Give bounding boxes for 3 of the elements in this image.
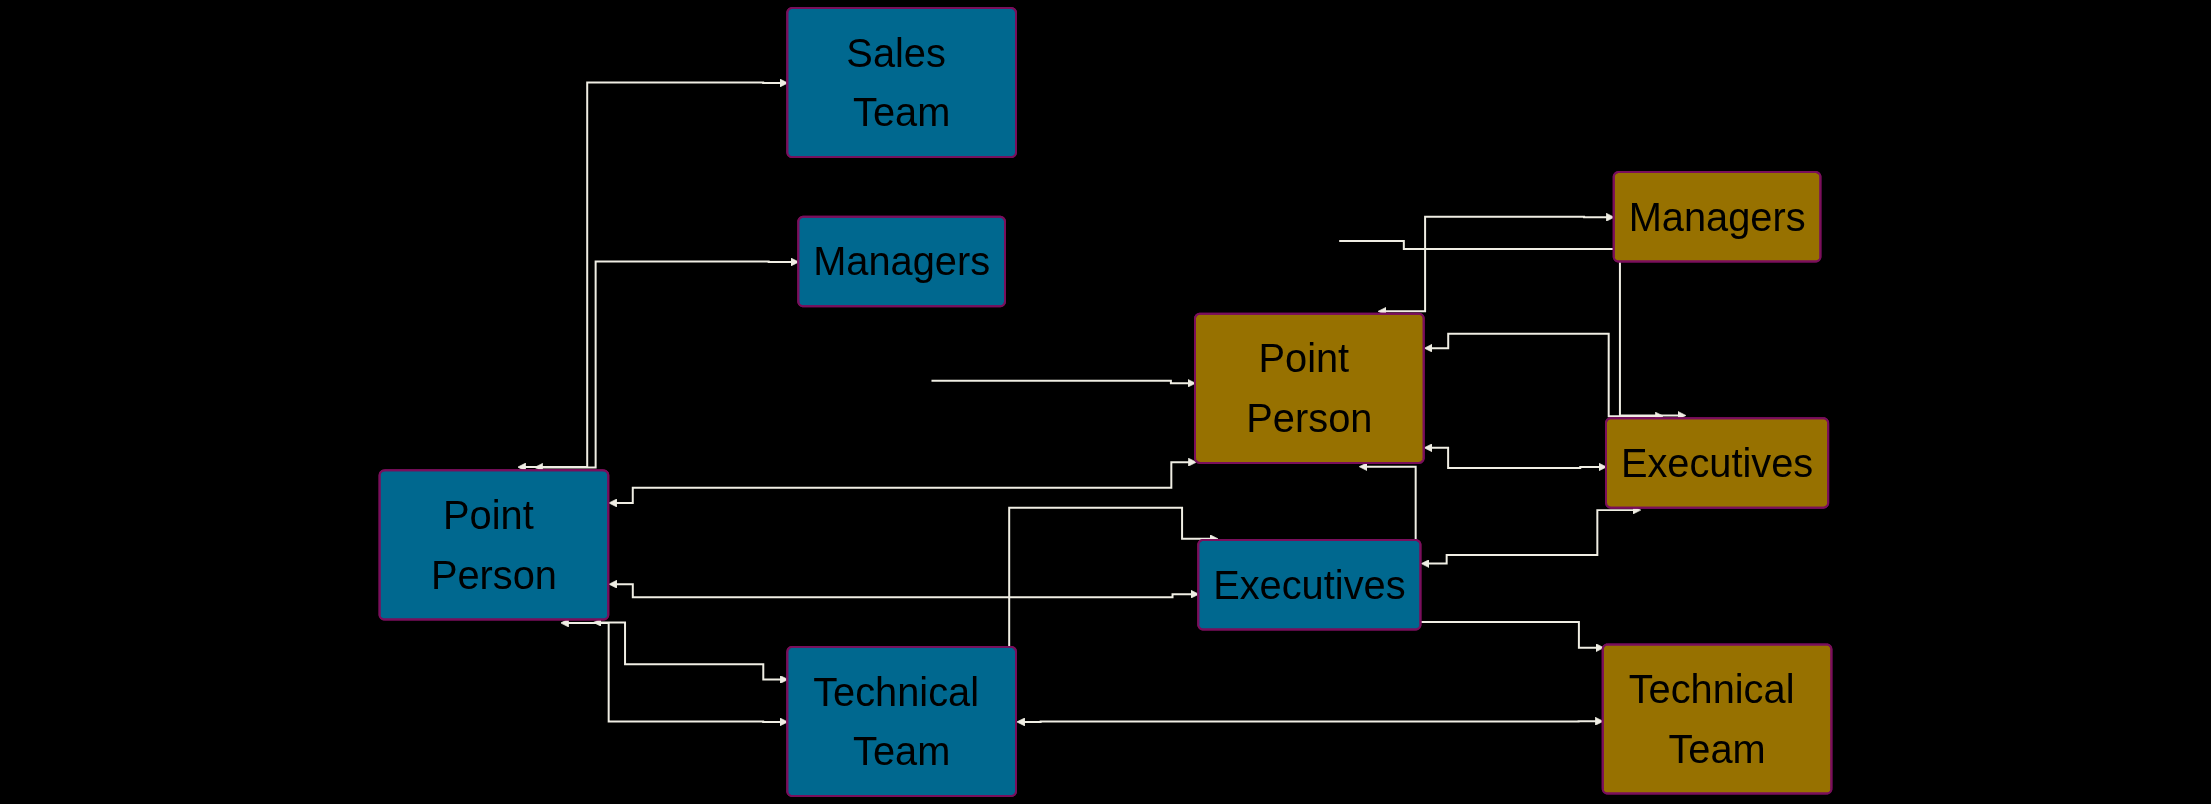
arrow bbox=[1338, 240, 1687, 420]
arrow bbox=[608, 457, 1197, 508]
arrow bbox=[930, 378, 1196, 388]
